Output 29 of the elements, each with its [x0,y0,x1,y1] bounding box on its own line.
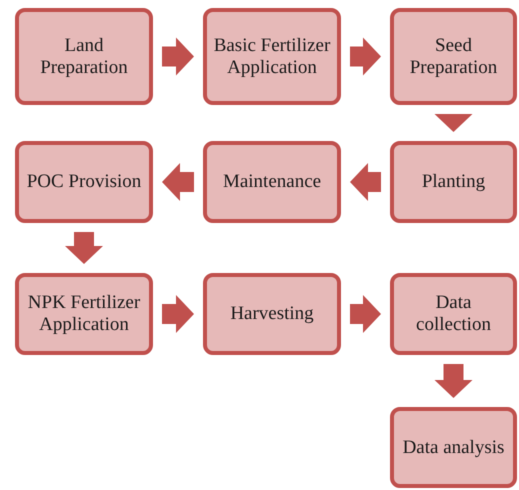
box-label: NPK Fertilizer Application [26,292,142,336]
box-label: Data analysis [402,436,504,458]
block-arrow [350,295,381,333]
process-box [390,273,517,355]
process-box [15,8,153,105]
block-arrow [162,295,194,333]
box-label: Harvesting [230,303,314,325]
process-box [390,141,517,223]
box-label: Maintenance [222,171,322,193]
block-arrow [65,232,103,264]
process-box [390,407,517,488]
process-box [15,141,153,223]
block-arrow [162,163,194,201]
process-box [15,273,153,355]
box-label: POC Provision [26,171,142,193]
process-box [203,141,341,223]
block-arrow [162,38,194,76]
process-box [390,8,517,105]
box-label: Seed Preparation [408,34,498,78]
block-arrow [350,38,381,76]
process-box [203,8,341,105]
block-arrow [434,114,472,132]
block-arrow [434,364,472,398]
process-box [203,273,341,355]
block-arrow [350,163,381,201]
box-label: Land Preparation [39,34,129,78]
box-label: Basic Fertilizer Application [212,34,332,78]
box-label: Data collection [415,292,492,336]
box-label: Planting [422,171,486,193]
